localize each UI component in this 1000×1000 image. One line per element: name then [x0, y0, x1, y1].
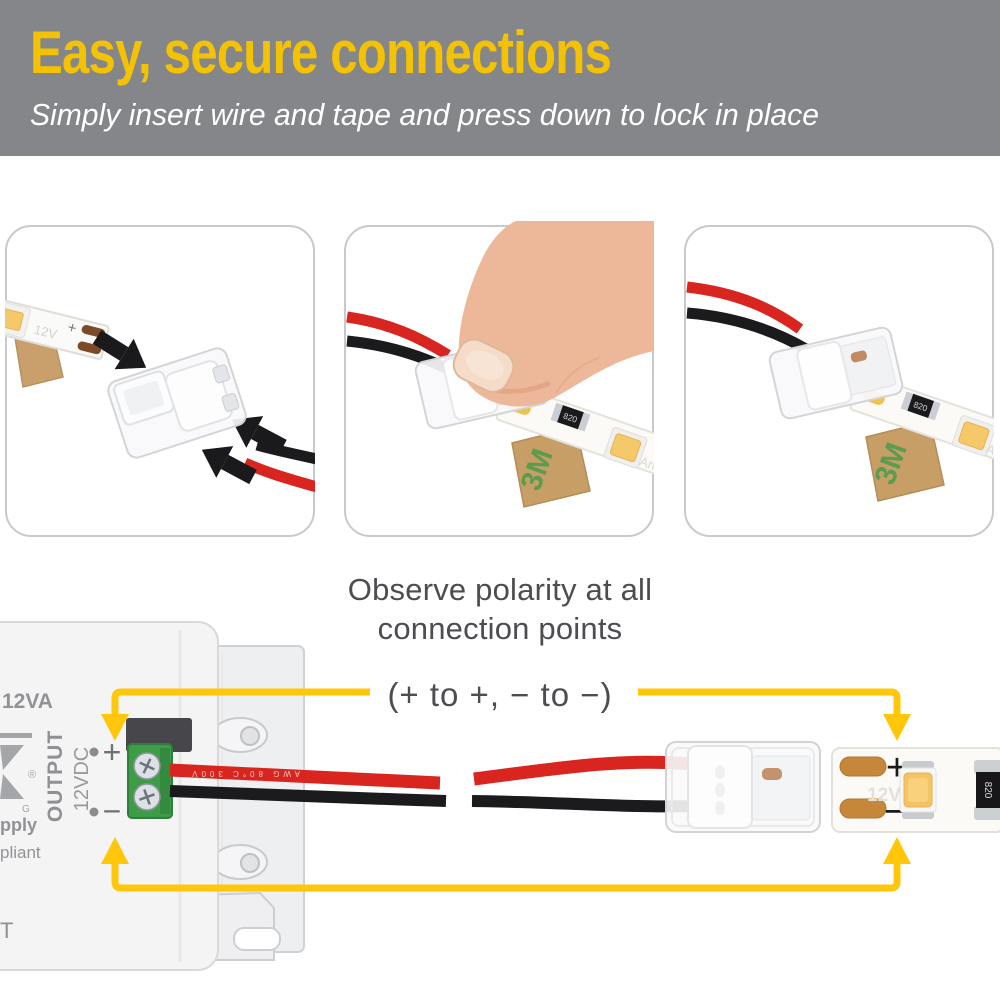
terminal-dot	[89, 807, 99, 817]
wire-port	[221, 392, 240, 412]
strip-watermark: Arm	[984, 441, 994, 463]
terminal-block	[127, 743, 173, 819]
black-wire	[169, 785, 447, 807]
black-wire	[255, 439, 315, 465]
resistor-label: 820	[562, 411, 579, 425]
press-illustration: 3M 820 Arm	[346, 221, 654, 508]
black-wire	[471, 795, 693, 813]
locked-illustration: 3M 820 Arm	[686, 281, 994, 502]
insert-illustration: 12V +	[5, 287, 315, 493]
led-chip	[899, 761, 937, 819]
keyhole-slot	[233, 927, 281, 951]
pad-through-window	[762, 768, 782, 780]
screw-boss	[212, 717, 268, 753]
resistor-label: 820	[982, 782, 993, 799]
psu-t-label-partial: T	[0, 918, 13, 943]
tape-liner-tab: 3M	[865, 420, 945, 502]
finger	[452, 221, 654, 407]
strip-plus-print: +	[66, 319, 79, 338]
terminal-screw	[133, 752, 161, 780]
pad-through-window	[850, 350, 867, 363]
red-wire	[346, 311, 451, 360]
down-arrow-icon	[101, 714, 129, 741]
header-banner: Easy, secure connections Simply insert w…	[0, 0, 1000, 156]
wire-print: AWG 80°C 300V	[188, 769, 300, 778]
terminal-screw	[133, 783, 161, 811]
strip-connector	[665, 741, 821, 833]
wire-port	[212, 364, 231, 384]
led-chip	[5, 301, 31, 339]
smd-resistor: 820	[974, 760, 1000, 820]
psu-compliant-label-partial: pliant	[0, 843, 41, 862]
screw-boss	[212, 844, 268, 880]
led-chip	[603, 427, 648, 469]
polarity-note: Observe polarity at all connection point…	[0, 570, 1000, 648]
copper-pad-positive	[839, 756, 887, 777]
page-title: Easy, secure connections	[30, 19, 612, 86]
power-supply: 12VA ® G pply pliant T OUTPUT 12VDC + −	[0, 621, 305, 971]
copper-pad-negative	[839, 798, 887, 819]
up-arrow-icon	[883, 837, 911, 864]
up-arrow-icon	[101, 837, 129, 864]
psu-output-label: OUTPUT	[44, 730, 67, 822]
led-chip	[951, 415, 994, 457]
strip-voltage-print: 12V	[32, 322, 58, 342]
strip-connector	[107, 347, 247, 459]
down-arrow-icon	[883, 714, 911, 741]
black-wire	[686, 307, 809, 354]
smd-resistor: 820	[900, 391, 941, 421]
psu-rating-label: 12VA	[2, 690, 53, 713]
resistor-label: 820	[912, 399, 929, 413]
step-photo-press: 3M 820 Arm	[344, 221, 654, 537]
polarity-rail-top-right	[638, 688, 901, 716]
strip-connector	[768, 326, 904, 420]
brand-logo-icon	[0, 745, 24, 799]
psu-letter-g: G	[22, 804, 30, 815]
connector-window	[751, 755, 811, 821]
step-photo-locked: 3M 820 Arm	[684, 225, 994, 537]
psu-supply-label-partial: pply	[0, 815, 37, 835]
psu-voltage-label: 12VDC	[71, 747, 93, 811]
strip-voltage-print: 12V	[867, 785, 901, 806]
page-subtitle: Simply insert wire and tape and press do…	[30, 97, 819, 132]
wiring-diagram: 12VA ® G pply pliant T OUTPUT 12VDC + −	[0, 621, 1000, 971]
brand-logo-bar	[0, 733, 32, 738]
polarity-routing	[111, 688, 901, 892]
polarity-arrowheads	[101, 714, 911, 864]
fingernail	[452, 338, 515, 393]
output-wires: AWG 80°C 300V	[169, 755, 693, 813]
red-wire	[169, 763, 441, 790]
step-photo-insert: 12V +	[5, 225, 315, 537]
tape-liner-tab: 3M	[511, 426, 591, 508]
red-wire	[686, 281, 804, 334]
polarity-formula: (+ to +, − to −)	[387, 676, 613, 713]
polarity-rail-bottom	[111, 862, 901, 892]
psu-minus-label: −	[103, 793, 122, 829]
smd-resistor: 820	[550, 402, 591, 432]
red-wire	[242, 457, 315, 493]
led-strip: + 12V − 820	[831, 747, 1000, 833]
psu-plus-label: +	[103, 734, 122, 770]
polarity-rail-top-left	[111, 688, 370, 716]
latch-embossing	[715, 765, 725, 815]
terminal-dot	[89, 747, 99, 757]
polarity-note-line1: Observe polarity at all	[347, 572, 653, 607]
polarity-note-line2: connection points	[377, 611, 623, 646]
red-wire	[473, 755, 691, 786]
registered-mark: ®	[28, 769, 36, 781]
